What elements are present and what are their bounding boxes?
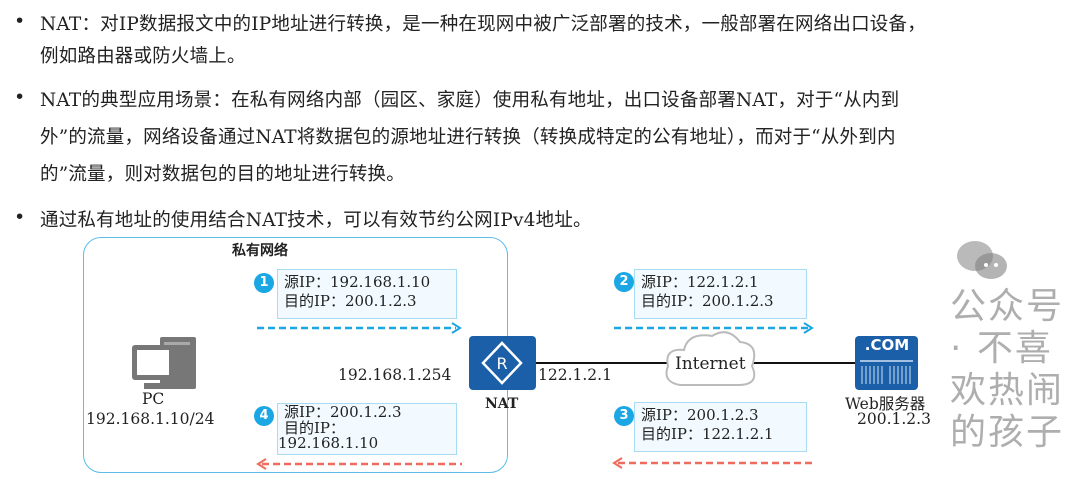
step-3-badge: 3 [614, 406, 634, 426]
bullet-1-line-1: NAT：对IP数据报文中的IP地址进行转换，是一种在现网中被广泛部署的技术，一般… [40, 14, 926, 35]
packet-dst-value: 192.168.1.10 [278, 434, 379, 452]
packet-box-1: 源IP：192.168.1.10 目的IP：200.1.2.3 [277, 269, 457, 319]
router-icon: R [469, 336, 536, 390]
packet-src: 源IP：192.168.1.10 [284, 273, 431, 291]
pc-name: PC [142, 390, 165, 408]
outbound-arrow-2 [614, 322, 814, 334]
server-ip: 200.1.2.3 [857, 410, 931, 428]
internet-cloud-icon [665, 331, 756, 386]
inbound-arrow-4 [256, 458, 462, 470]
packet-dst: 目的IP： [284, 418, 346, 437]
bullet-2-line-1: NAT的典型应用场景：在私有网络内部（园区、家庭）使用私有地址，出口设备部署NA… [40, 90, 900, 111]
step-4-badge: 4 [254, 406, 274, 426]
inbound-arrow-3 [612, 457, 812, 469]
step-1-badge: 1 [254, 273, 274, 293]
packet-box-4: 源IP：200.1.2.3 目的IP： 192.168.1.10 [277, 403, 457, 455]
server-name: Web服务器 [845, 395, 926, 413]
watermark: 公众号 · 不喜欢热闹的孩子 [950, 286, 1065, 453]
nat-inside-ip: 192.168.1.254 [338, 366, 452, 384]
bullet-2-line-2: 外”的流量，网络设备通过NAT将数据包的源地址进行转换（转换成特定的公有地址），… [40, 127, 896, 148]
packet-src: 源IP：122.1.2.1 [641, 273, 759, 291]
packet-src: 源IP：200.1.2.3 [641, 406, 759, 424]
bullet: • [14, 206, 26, 228]
packet-dst: 目的IP：200.1.2.3 [641, 292, 774, 310]
bullet-2-line-3: 的”流量，则对数据包的目的地址进行转换。 [40, 164, 405, 185]
wechat-icon [957, 241, 1007, 279]
svg-text:R: R [496, 354, 507, 373]
step-2-badge: 2 [614, 272, 634, 292]
nat-label: NAT [485, 396, 519, 412]
bullet: • [14, 86, 26, 108]
server-icon-text: .COM [864, 336, 910, 354]
bullet-3-line-1: 通过私有地址的使用结合NAT技术，可以有效节约公网IPv4地址。 [40, 210, 592, 231]
bullet-1-line-2: 例如路由器或防火墙上。 [40, 46, 246, 67]
packet-dst: 目的IP：122.1.2.1 [641, 425, 774, 443]
pc-ip: 192.168.1.10/24 [86, 410, 215, 428]
outbound-arrow-1 [257, 322, 462, 334]
packet-src: 源IP：200.1.2.3 [284, 403, 402, 421]
packet-box-3: 源IP：200.1.2.3 目的IP：122.1.2.1 [634, 402, 807, 452]
web-server-icon [855, 336, 918, 390]
bullet: • [14, 10, 26, 32]
private-network-label: 私有网络 [232, 243, 288, 259]
internet-label: Internet [675, 354, 746, 374]
packet-dst: 目的IP：200.1.2.3 [284, 292, 417, 310]
packet-box-2: 源IP：122.1.2.1 目的IP：200.1.2.3 [634, 269, 807, 319]
nat-outside-ip: 122.1.2.1 [538, 366, 612, 384]
pc-icon [132, 337, 196, 389]
